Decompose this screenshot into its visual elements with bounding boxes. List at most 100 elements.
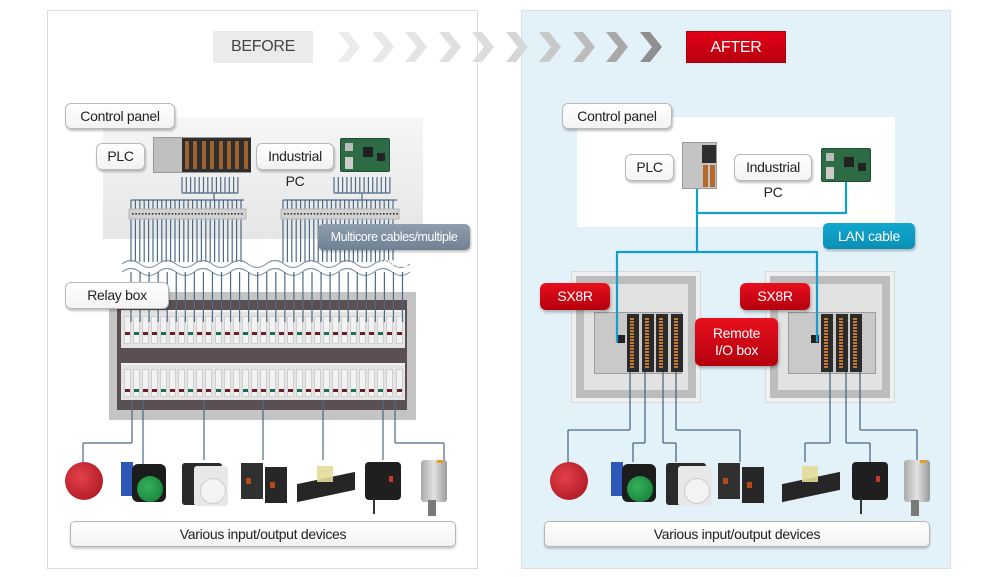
- terminal-block: [280, 208, 400, 220]
- relay-module: [169, 316, 177, 344]
- sx8r-unit: [788, 312, 876, 374]
- proximity-sensor-lens-icon: [684, 478, 710, 504]
- chevron-arrow-icon: [472, 32, 494, 62]
- relay-box-label: Relay box: [65, 282, 169, 309]
- relay-module: [277, 369, 285, 397]
- relay-module: [286, 316, 294, 344]
- before-control-panel-label: Control panel: [65, 103, 175, 129]
- relay-icon: [802, 466, 818, 482]
- relay-indicator: [206, 389, 212, 392]
- terminal-screw: [317, 213, 319, 215]
- io-terminals: [838, 318, 843, 368]
- relay-indicator: [260, 332, 266, 335]
- terminal-screw: [174, 213, 177, 215]
- terminal-screw: [369, 213, 372, 215]
- chevron-arrow-icon: [606, 32, 628, 62]
- relay-indicator: [233, 332, 239, 335]
- relay-indicator: [251, 332, 257, 335]
- relay-indicator: [369, 389, 375, 392]
- photoelectric-sensor-icon: [718, 463, 740, 499]
- relay-indicator: [161, 389, 167, 392]
- after-plc-label: PLC: [625, 154, 674, 181]
- relay-indicator: [134, 389, 140, 392]
- relay-module: [368, 316, 376, 344]
- io-terminals: [659, 318, 663, 368]
- sx8r-right-label: SX8R: [740, 283, 810, 310]
- terminal-screw: [379, 213, 382, 215]
- relay-indicator: [179, 332, 185, 335]
- relay-module: [386, 316, 394, 344]
- terminal-screw: [138, 213, 141, 215]
- relay-indicator: [324, 389, 330, 392]
- relay-indicator: [387, 389, 393, 392]
- relay-module: [268, 316, 276, 344]
- terminal-screw: [396, 213, 398, 215]
- terminal-screw: [287, 213, 289, 215]
- push-button-cap-icon: [627, 476, 653, 502]
- relay-indicator: [287, 332, 293, 335]
- relay-module: [323, 316, 331, 344]
- relay-module: [332, 369, 340, 397]
- relay-module: [151, 316, 159, 344]
- distance-sensor-cable-icon: [911, 500, 919, 516]
- terminal-screw: [178, 213, 180, 215]
- terminal-screw: [386, 213, 388, 215]
- relay-module: [305, 369, 312, 397]
- relay-indicator: [396, 389, 402, 392]
- sx8r-unit: [594, 312, 683, 374]
- push-button-body-icon: [121, 462, 133, 496]
- terminal-screw: [373, 213, 375, 215]
- plc-io-module: [193, 141, 198, 169]
- terminal-screw: [290, 213, 293, 215]
- terminal-screw: [171, 213, 174, 215]
- plc-io-module: [243, 141, 248, 169]
- relay-module: [386, 369, 394, 397]
- io-terminals: [673, 318, 678, 368]
- before-industrial-pc-image: [340, 138, 390, 172]
- relay-module: [295, 369, 303, 397]
- cable-break-line: [121, 267, 411, 277]
- terminal-screw: [211, 213, 213, 215]
- relay-indicator: [197, 332, 203, 335]
- terminal-screw: [376, 213, 378, 215]
- relay-module: [377, 316, 385, 344]
- terminal-screw: [155, 213, 157, 215]
- terminal-screw: [184, 213, 187, 215]
- io-terminals: [630, 318, 634, 368]
- relay-module: [314, 369, 322, 397]
- before-industrial-pc-label: Industrial PC: [256, 143, 334, 189]
- terminal-screw: [198, 213, 200, 215]
- relay-module: [259, 369, 267, 397]
- terminal-block: [128, 208, 247, 220]
- push-button-cap-icon: [137, 476, 163, 502]
- relay-module: [160, 369, 168, 397]
- relay-indicator: [170, 389, 176, 392]
- terminal-screw: [168, 213, 170, 215]
- terminal-screw: [336, 213, 339, 215]
- relay-module: [223, 369, 231, 397]
- sx8r-left-label: SX8R: [540, 283, 610, 310]
- io-terminals: [824, 318, 828, 368]
- terminal-screw: [326, 213, 329, 215]
- chevron-arrow-icon: [572, 32, 595, 62]
- ethernet-port: [811, 335, 819, 343]
- terminal-screw: [293, 213, 296, 215]
- plc-io-module: [185, 141, 189, 169]
- relay-module: [151, 369, 159, 397]
- terminal-screw: [310, 213, 312, 215]
- after-label: AFTER: [686, 31, 786, 63]
- sensor-lens-icon: [270, 482, 275, 488]
- photoelectric-sensor-icon: [742, 467, 764, 503]
- chevron-arrow-icon: [438, 32, 461, 62]
- relay-module: [259, 316, 267, 344]
- relay-indicator: [242, 332, 248, 335]
- relay-indicator: [396, 332, 402, 335]
- plc-io-module: [227, 141, 231, 169]
- relay-indicator: [324, 332, 330, 335]
- relay-indicator: [360, 332, 366, 335]
- relay-module: [295, 316, 303, 344]
- terminal-screw: [346, 213, 349, 215]
- relay-indicator: [296, 332, 302, 335]
- chevron-arrow-icon: [405, 32, 427, 62]
